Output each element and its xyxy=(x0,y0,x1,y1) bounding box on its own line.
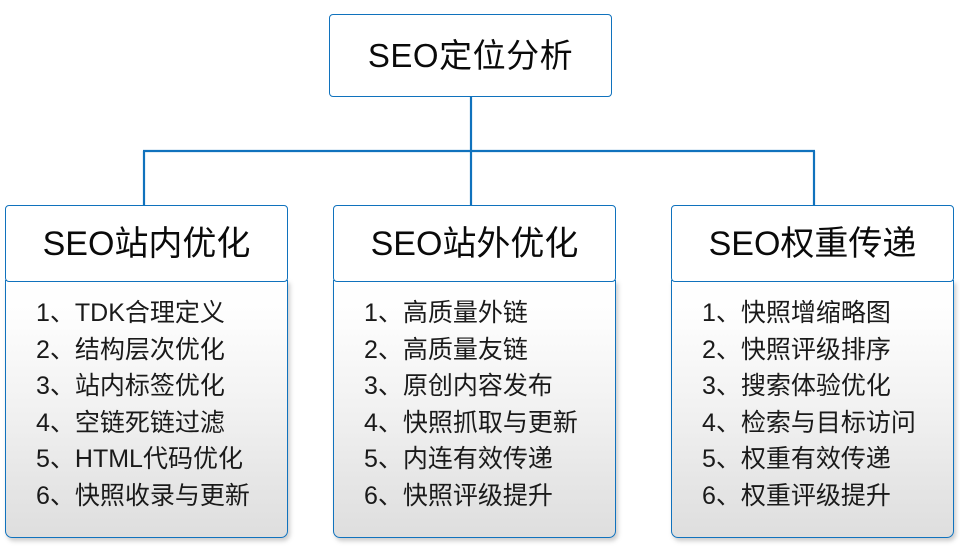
root-node[interactable]: SEO定位分析 xyxy=(329,14,612,97)
list-item: 3、原创内容发布 xyxy=(364,372,553,401)
list-item: 6、快照评级提升 xyxy=(364,481,553,510)
list-item: 4、检索与目标访问 xyxy=(702,408,916,437)
branch-header-weight-transfer[interactable]: SEO权重传递 xyxy=(671,205,954,282)
list-item: 3、站内标签优化 xyxy=(36,372,225,401)
list-item: 5、HTML代码优化 xyxy=(36,445,243,474)
list-item: 3、搜索体验优化 xyxy=(702,372,891,401)
list-item: 4、空链死链过滤 xyxy=(36,408,225,437)
branch-item-list: 1、高质量外链 2、高质量友链 3、原创内容发布 4、快照抓取与更新 5、内连有… xyxy=(334,295,645,514)
branch-header-label: SEO站内优化 xyxy=(42,224,251,263)
list-item: 2、结构层次优化 xyxy=(36,335,225,364)
branch-body-weight-transfer: 1、快照增缩略图 2、快照评级排序 3、搜索体验优化 4、检索与目标访问 5、权… xyxy=(671,280,954,539)
list-item: 5、内连有效传递 xyxy=(364,445,553,474)
branch-item-list: 1、TDK合理定义 2、结构层次优化 3、站内标签优化 4、空链死链过滤 5、H… xyxy=(6,295,317,514)
list-item: 6、快照收录与更新 xyxy=(36,481,250,510)
list-item: 1、高质量外链 xyxy=(364,299,528,328)
branch-header-on-site[interactable]: SEO站内优化 xyxy=(5,205,288,282)
root-node-label: SEO定位分析 xyxy=(367,37,574,74)
list-item: 2、高质量友链 xyxy=(364,335,528,364)
branch-column-weight-transfer: SEO权重传递 1、快照增缩略图 2、快照评级排序 3、搜索体验优化 4、检索与… xyxy=(671,205,954,539)
branch-item-list: 1、快照增缩略图 2、快照评级排序 3、搜索体验优化 4、检索与目标访问 5、权… xyxy=(672,295,960,514)
branch-column-on-site: SEO站内优化 1、TDK合理定义 2、结构层次优化 3、站内标签优化 4、空链… xyxy=(5,205,288,539)
list-item: 2、快照评级排序 xyxy=(702,335,891,364)
list-item: 4、快照抓取与更新 xyxy=(364,408,578,437)
list-item: 1、TDK合理定义 xyxy=(36,299,225,328)
list-item: 1、快照增缩略图 xyxy=(702,299,891,328)
branch-header-label: SEO权重传递 xyxy=(708,224,917,263)
branch-header-label: SEO站外优化 xyxy=(370,224,579,263)
branch-header-off-site[interactable]: SEO站外优化 xyxy=(333,205,616,282)
branch-column-off-site: SEO站外优化 1、高质量外链 2、高质量友链 3、原创内容发布 4、快照抓取与… xyxy=(333,205,616,539)
branch-body-on-site: 1、TDK合理定义 2、结构层次优化 3、站内标签优化 4、空链死链过滤 5、H… xyxy=(5,280,288,539)
branch-body-off-site: 1、高质量外链 2、高质量友链 3、原创内容发布 4、快照抓取与更新 5、内连有… xyxy=(333,280,616,539)
list-item: 5、权重有效传递 xyxy=(702,445,891,474)
list-item: 6、权重评级提升 xyxy=(702,481,891,510)
